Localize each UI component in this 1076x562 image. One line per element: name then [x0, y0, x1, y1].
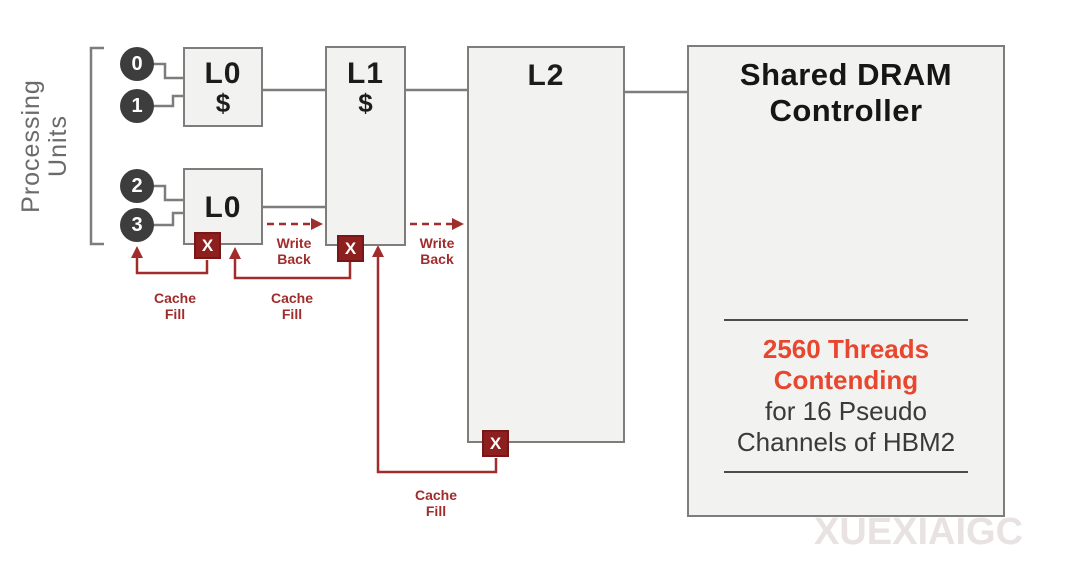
cache-fill-path-l2-to-l1	[376, 254, 498, 474]
watermark-text: XUEXIAIGC	[814, 511, 1024, 553]
dram-stats-panel: 2560 Threads Contending for 16 Pseudo Ch…	[724, 319, 968, 473]
cache-fill-3-line1: Cache	[414, 487, 458, 503]
cache-fill-arrowhead-2	[229, 247, 241, 259]
l0-upper-label: L0	[204, 57, 242, 90]
cache-fill-label-1: Cache Fill	[145, 290, 205, 322]
connector-unit1-l0a	[153, 94, 183, 108]
cache-fill-path-l0b-to-pu	[135, 255, 209, 275]
x-marker-l0b: X	[194, 232, 221, 259]
write-back-label-2: Write Back	[408, 235, 466, 267]
processing-units-label: Processing Units	[17, 31, 74, 261]
write-back-2-line1: Write	[419, 235, 455, 251]
cache-fill-2-line1: Cache	[270, 290, 314, 306]
x-marker-l1: X	[337, 235, 364, 262]
cache-fill-label-2: Cache Fill	[262, 290, 322, 322]
l1-cache-box: L1 $	[325, 46, 406, 246]
cache-fill-arrowhead-3	[372, 245, 384, 257]
processing-unit-3: 3	[120, 208, 154, 242]
processing-unit-1: 1	[120, 89, 154, 123]
dram-stats-highlight-line2: Contending	[773, 365, 919, 395]
l0-cache-box-upper: L0 $	[183, 47, 263, 127]
l2-cache-box: L2	[467, 46, 625, 443]
write-back-1-line2: Back	[277, 251, 311, 267]
l1-dollar: $	[358, 88, 373, 118]
dram-title-line2: Controller	[769, 93, 923, 128]
processing-unit-0: 0	[120, 47, 154, 81]
connector-unit2-l0b	[153, 184, 183, 202]
write-back-arrowhead-1	[311, 218, 323, 230]
cache-fill-1-line1: Cache	[153, 290, 197, 306]
cache-fill-arrowhead-1	[131, 246, 143, 258]
l1-label: L1	[346, 57, 384, 90]
cache-fill-label-3: Cache Fill	[406, 487, 466, 519]
dram-title-line1: Shared DRAM	[739, 57, 953, 92]
processing-units-label-line2: Units	[44, 115, 72, 177]
processing-units-label-line1: Processing	[17, 79, 45, 213]
l0-upper-dollar: $	[215, 88, 231, 118]
dram-stats-highlight-line1: 2560 Threads	[762, 334, 930, 364]
cache-fill-3-line2: Fill	[425, 503, 447, 519]
processing-unit-2: 2	[120, 169, 154, 203]
shared-dram-controller-box: Shared DRAM Controller 2560 Threads Cont…	[687, 45, 1005, 517]
connector-unit0-l0a	[153, 62, 183, 80]
processing-units-bracket	[89, 46, 104, 246]
cache-fill-1-line2: Fill	[164, 306, 186, 322]
connector-unit3-l0b	[153, 211, 183, 227]
l0-lower-label: L0	[204, 191, 242, 224]
write-back-1-line1: Write	[276, 235, 312, 251]
l2-label: L2	[527, 59, 565, 92]
write-back-label-1: Write Back	[265, 235, 323, 267]
write-back-arrowhead-2	[452, 218, 464, 230]
dram-stats-line3: for 16 Pseudo	[765, 396, 927, 426]
cache-fill-path-l1-to-l0b	[233, 256, 352, 280]
write-back-2-line2: Back	[420, 251, 454, 267]
x-marker-l2: X	[482, 430, 509, 457]
cache-fill-2-line2: Fill	[281, 306, 303, 322]
dram-stats-line4: Channels of HBM2	[736, 427, 956, 457]
